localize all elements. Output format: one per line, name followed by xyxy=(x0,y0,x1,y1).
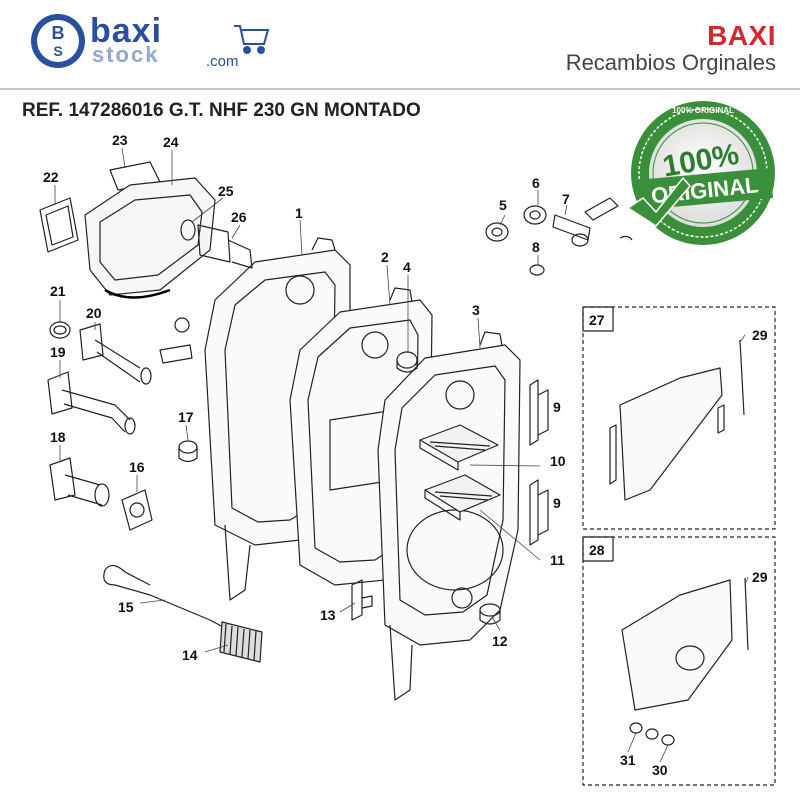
callout-numbers: 1 2 4 3 5 6 7 8 9 9 10 11 12 13 14 15 16… xyxy=(43,132,768,778)
part-12-plug xyxy=(479,603,501,625)
part-13-bracket xyxy=(351,579,373,621)
part-11-baffle xyxy=(424,474,501,521)
callout-2: 2 xyxy=(381,249,389,265)
callout-9-upper: 9 xyxy=(553,399,561,415)
callout-17: 17 xyxy=(178,409,194,425)
callout-26: 26 xyxy=(231,209,247,225)
original-seal: 100% ORIGINAL 100% ORIGINAL xyxy=(628,101,775,245)
part-18-tube xyxy=(49,457,110,507)
callout-19: 19 xyxy=(50,344,66,360)
callout-28: 28 xyxy=(589,542,605,558)
callout-12: 12 xyxy=(492,633,508,649)
part-7-valve xyxy=(552,197,633,247)
logo-word-bottom: stock xyxy=(92,42,159,67)
callout-29-upper: 29 xyxy=(752,327,768,343)
callout-24: 24 xyxy=(163,134,179,150)
callout-10: 10 xyxy=(550,453,566,469)
callout-23: 23 xyxy=(112,132,128,148)
pipe-fitting xyxy=(159,317,193,364)
inset-27 xyxy=(582,306,776,530)
part-6-nut xyxy=(523,205,547,225)
callout-21: 21 xyxy=(50,283,66,299)
seal-ring-text: 100% ORIGINAL xyxy=(672,106,734,115)
part-4-plug xyxy=(396,351,418,373)
callout-14: 14 xyxy=(182,647,198,663)
callout-4: 4 xyxy=(403,259,411,275)
part-9-clip-upper xyxy=(529,379,549,446)
callout-25: 25 xyxy=(218,183,234,199)
callout-27: 27 xyxy=(589,312,605,328)
callout-18: 18 xyxy=(50,429,66,445)
callout-31: 31 xyxy=(620,752,636,768)
logo-letter-s: S xyxy=(53,43,62,59)
callout-6: 6 xyxy=(532,175,540,191)
part-16-gasket xyxy=(121,489,153,531)
callout-13: 13 xyxy=(320,607,336,623)
part-14-cleaning-brush xyxy=(219,621,263,663)
callout-7: 7 xyxy=(562,191,570,207)
part-21-o-ring xyxy=(49,321,71,339)
brand-subtitle: Recambios Orginales xyxy=(565,50,776,75)
part-22-gasket xyxy=(39,197,79,253)
part-10-baffle xyxy=(419,424,499,471)
callout-30: 30 xyxy=(652,762,668,778)
inset-28 xyxy=(582,536,776,786)
callout-3: 3 xyxy=(472,302,480,318)
callout-11: 11 xyxy=(550,552,565,568)
part-15-cleaning-rod xyxy=(103,564,226,629)
reference-title: REF. 147286016 G.T. NHF 230 GN MONTADO xyxy=(22,100,421,121)
part-5-washer xyxy=(485,222,509,242)
checkmark-icon xyxy=(628,176,691,227)
part-25-gasket xyxy=(180,219,196,241)
part-9-clip-lower xyxy=(529,479,549,546)
callout-1: 1 xyxy=(295,205,303,221)
part-20-tube xyxy=(79,323,152,385)
logo-suffix: .com xyxy=(206,53,239,70)
leader-lines xyxy=(54,147,749,763)
header-divider xyxy=(0,88,800,90)
callout-15: 15 xyxy=(118,599,134,615)
part-17-plug xyxy=(178,440,198,463)
part-26-connector xyxy=(197,224,253,269)
part-8-cap xyxy=(529,264,545,276)
callout-20: 20 xyxy=(86,305,102,321)
logo-letter-b: B xyxy=(52,23,65,43)
baxistock-logo: B S baxi stock .com xyxy=(31,12,270,70)
cart-icon xyxy=(234,25,270,54)
callout-8: 8 xyxy=(532,239,540,255)
callout-22: 22 xyxy=(43,169,59,185)
brand-block: BAXI Recambios Orginales xyxy=(566,22,776,76)
callout-5: 5 xyxy=(499,197,507,213)
logo-word-top: baxi xyxy=(90,12,162,50)
callout-9-lower: 9 xyxy=(553,495,561,511)
part-24-flue-hood xyxy=(84,177,216,299)
brand-name: BAXI xyxy=(707,20,776,51)
part-19-tube xyxy=(47,371,136,435)
callout-29-lower: 29 xyxy=(752,569,768,585)
callout-16: 16 xyxy=(129,459,145,475)
